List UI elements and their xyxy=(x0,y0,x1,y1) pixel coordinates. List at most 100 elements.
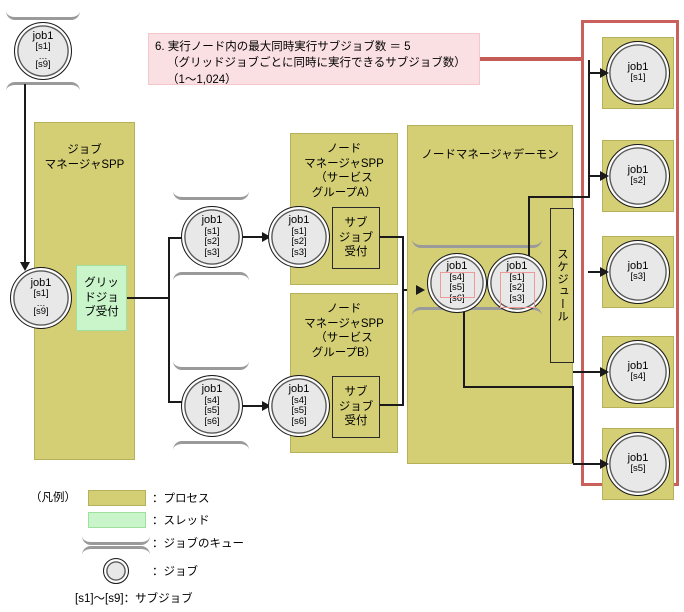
job-subjob: [s5] xyxy=(204,405,220,417)
box-label: サブ ジョブ 受付 xyxy=(338,216,374,259)
job-subjob: [s9] xyxy=(33,306,49,318)
job-subjob: [s3] xyxy=(204,246,220,258)
callout-connector-line xyxy=(480,57,581,61)
job-circle-grid-queue: job1 [s1] … [s9] xyxy=(10,267,72,329)
job-name: job1 xyxy=(627,164,649,177)
flow-line-exec-s3 xyxy=(588,271,603,273)
job-subjob: [s2] xyxy=(204,236,220,248)
job-name: job1 xyxy=(201,214,223,227)
box-label: スケジュール xyxy=(556,248,568,323)
job-subjob: [s4] xyxy=(291,394,307,406)
job-subjob: [s1] xyxy=(630,72,646,84)
job-circle-mid-upper: job1 [s1] [s2] [s3] xyxy=(181,206,243,268)
job-subjob: [s4] xyxy=(630,371,646,383)
flow-arrow-exec-s2 xyxy=(600,171,609,181)
process-label: ノードマネージャデーモン xyxy=(421,149,559,161)
legend-swatch-job xyxy=(103,558,129,584)
job-subjob: [s6] xyxy=(204,415,220,427)
legend-swatch-process xyxy=(88,490,146,506)
job-subjob: [s2] xyxy=(630,175,646,187)
flow-line-accept-merge-v xyxy=(402,236,404,406)
job-circle-exec-s5: job1 [s5] xyxy=(606,432,670,496)
job-circle-exec-s1: job1 [s1] xyxy=(606,41,670,105)
flow-line-mid-lower-to-sgb xyxy=(243,405,265,407)
job-subjob-ellipsis: … xyxy=(38,51,48,62)
job-subjob: [s3] xyxy=(291,246,307,258)
flow-arrow-exec-s1 xyxy=(600,68,609,78)
box-sub-job-accept-a: サブ ジョブ 受付 xyxy=(332,207,380,269)
flow-line-grid-branch-v xyxy=(168,237,170,402)
callout-line-1: 6. 実行ノード内の最大同時実行サブジョブ数 ＝ 5 xyxy=(155,41,411,53)
job-subjob-ellipsis: … xyxy=(36,298,46,309)
mid-lower-queue-bracket-top xyxy=(173,360,249,370)
job-circle-exec-s4: job1 [s4] xyxy=(606,340,670,404)
callout-max-concurrent-subjobs: 6. 実行ノード内の最大同時実行サブジョブ数 ＝ 5 （グリッドジョブごとに同時… xyxy=(148,33,480,86)
legend-queue-bracket-bottom xyxy=(82,546,150,555)
flow-line-right-job-up xyxy=(528,196,530,274)
job-circle-daemon-right: job1 [s1] [s2] [s3] xyxy=(487,253,547,313)
flow-line-sgb-accept-out xyxy=(380,404,403,406)
thread-label: グリッ ドジョ ブ受付 xyxy=(84,276,119,319)
flow-arrow-exec-s3 xyxy=(600,267,609,277)
job-name: job1 xyxy=(201,383,223,396)
job-subjob: [s1] xyxy=(33,288,49,300)
job-name: job1 xyxy=(506,260,528,273)
flow-line-left-job-bottom-h xyxy=(463,386,573,388)
legend-label-job: ：ジョブ xyxy=(152,566,198,578)
legend-label-process: ：プロセス xyxy=(152,493,210,505)
job-subjob: [s3] xyxy=(509,292,525,304)
job-subjob: [s5] xyxy=(449,282,465,294)
flow-line-exec-s5 xyxy=(573,463,603,465)
flow-line-left-job-down xyxy=(463,300,465,387)
job-subjob: [s4] xyxy=(204,394,220,406)
legend-swatch-thread xyxy=(88,512,146,528)
flow-line-grid-branch-h xyxy=(127,297,170,299)
mid-upper-queue-bracket-top xyxy=(173,190,249,200)
job-circle-sgb: job1 [s4] [s5] [s6] xyxy=(268,375,330,437)
legend-title: （凡例） xyxy=(30,492,76,504)
job-name: job1 xyxy=(288,214,310,227)
flow-arrow-mid-lower-to-sgb xyxy=(262,401,271,411)
job-circle-sga: job1 [s1] [s2] [s3] xyxy=(268,206,330,268)
job-subjob: [s6] xyxy=(291,415,307,427)
job-circle-daemon-left: job1 [s4] [s5] [s6] xyxy=(427,253,487,313)
flow-line-grid-to-mid-lower xyxy=(168,401,186,403)
job-subjob: [s4] xyxy=(449,271,465,283)
entry-queue-bracket-bottom xyxy=(6,82,80,92)
flow-line-exec-s2 xyxy=(588,175,603,177)
job-subjob: [s1] xyxy=(204,225,220,237)
mid-lower-queue-bracket-bottom xyxy=(173,441,249,451)
daemon-queue-bracket-top xyxy=(412,238,542,248)
job-name: job1 xyxy=(627,61,649,74)
callout-line-3: （1〜1,024） xyxy=(167,73,237,86)
box-sub-job-accept-b: サブ ジョブ 受付 xyxy=(332,376,380,438)
flow-line-mid-upper-to-sga xyxy=(243,236,265,238)
job-subjob: [s9] xyxy=(35,59,51,71)
flow-arrow-accept-to-daemon xyxy=(416,285,425,295)
highlight-box-daemon-right xyxy=(500,272,535,308)
job-name: job1 xyxy=(32,30,54,43)
daemon-queue-bracket-bottom xyxy=(412,307,542,317)
flow-arrow-exec-s5 xyxy=(600,459,609,469)
flow-line-exec-s1 xyxy=(588,72,603,74)
legend-label-queue: ：ジョブのキュー xyxy=(152,538,244,550)
job-subjob: [s1] xyxy=(35,41,51,53)
job-name: job1 xyxy=(627,260,649,273)
job-subjob: [s2] xyxy=(509,282,525,294)
job-subjob: [s3] xyxy=(630,271,646,283)
legend-subjob-note: [s1]〜[s9]：サブジョブ xyxy=(75,593,193,605)
flow-arrow-mid-upper-to-sga xyxy=(262,232,271,242)
job-subjob: [s2] xyxy=(291,236,307,248)
flow-arrow-entry-to-grid xyxy=(20,262,30,271)
box-schedule: スケジュール xyxy=(550,208,574,363)
job-name: job1 xyxy=(627,360,649,373)
flow-line-exec-s4 xyxy=(573,371,603,373)
job-subjob: [s6] xyxy=(449,292,465,304)
job-name: job1 xyxy=(446,260,468,273)
job-circle-exec-s2: job1 [s2] xyxy=(606,144,670,208)
highlight-box-daemon-left xyxy=(440,272,475,298)
flow-line-exec-trunk-upper xyxy=(588,60,590,198)
legend-label-thread: ：スレッド xyxy=(152,515,210,527)
job-subjob: [s5] xyxy=(630,463,646,475)
flow-line-entry-to-grid xyxy=(24,84,26,264)
